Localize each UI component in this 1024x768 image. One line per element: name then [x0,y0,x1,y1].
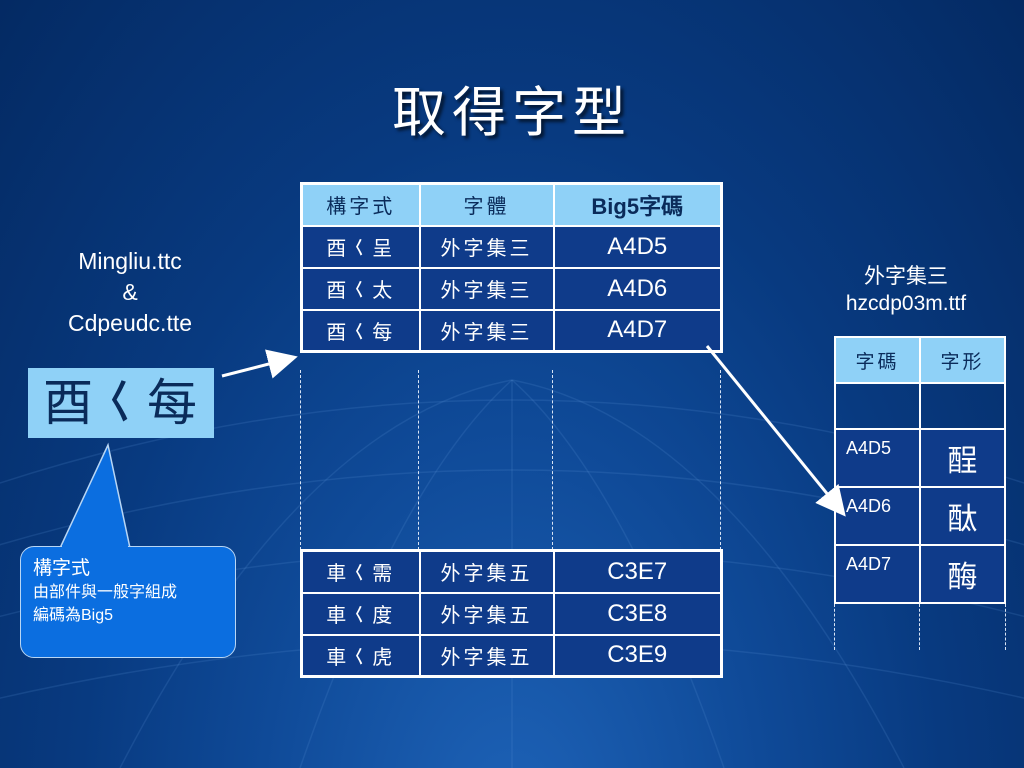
glyph-table-omitted-rows [834,604,1006,650]
table-row: 車𡿨需 外字集五 C3E7 [300,549,723,594]
source-font-files: Mingliu.ttc & Cdpeudc.tte [30,246,230,339]
table-row: 酉𡿨每 外字集三 A4D7 [300,308,723,353]
font-set-cell: 外字集三 [418,308,555,353]
slide-title: 取得字型 [392,81,632,144]
font-file-ampersand: & [122,279,138,305]
big5-code-cell: C3E9 [552,633,723,678]
font-set-cell: 外字集三 [418,224,555,269]
big5-code-cell: C3E8 [552,591,723,636]
big5-code-cell: C3E7 [552,549,723,594]
formula-cell: 車𡿨需 [300,549,421,594]
callout-bubble: 構字式 由部件與一般字組成 編碼為Big5 [20,546,236,658]
font-file-mingliu: Mingliu.ttc [78,248,182,274]
glyph-code-cell: A4D7 [834,544,921,604]
font-set-cell: 外字集五 [418,633,555,678]
header-big5-code: Big5字碼 [552,182,723,227]
formula-cell: 車𡿨度 [300,591,421,636]
callout-line: 編碼為Big5 [33,607,114,624]
font-set-cell: 外字集三 [418,266,555,311]
glyph-cell: 酞 [919,486,1006,546]
table-omitted-rows [300,370,721,550]
glyph-code-cell: A4D6 [834,486,921,546]
glyph-cell: 酲 [919,428,1006,488]
table-row: A4D7 酶 [834,544,1006,604]
formula-table: 構字式 字體 Big5字碼 酉𡿨呈 外字集三 A4D5 酉𡿨太 外字集三 A4D… [300,182,723,353]
glyph-code-cell: A4D5 [834,428,921,488]
font-set-label: 外字集三 hzcdp03m.ttf [806,262,1006,318]
font-set-cell: 外字集五 [418,549,555,594]
formula-cell: 車𡿨虎 [300,633,421,678]
table-row: 酉𡿨呈 外字集三 A4D5 [300,224,723,269]
callout-title: 構字式 [33,558,91,579]
table-row: A4D6 酞 [834,486,1006,546]
table-header-row: 構字式 字體 Big5字碼 [300,182,723,227]
glyph-code-table: 字碼 字形 A4D5 酲 A4D6 酞 A4D7 酶 [834,336,1006,604]
big5-code-cell: A4D7 [552,308,723,353]
table-row: 車𡿨度 外字集五 C3E8 [300,591,723,636]
header-formula: 構字式 [300,182,421,227]
table-omitted-row [834,382,1006,430]
table-row: A4D5 酲 [834,428,1006,488]
formula-table-lower: 車𡿨需 外字集五 C3E7 車𡿨度 外字集五 C3E8 車𡿨虎 外字集五 C3E… [300,549,723,678]
font-set-cell: 外字集五 [418,591,555,636]
font-file-name: hzcdp03m.ttf [845,292,967,315]
callout-line: 由部件與一般字組成 [33,584,178,601]
glyph-cell: 酶 [919,544,1006,604]
header-glyph: 字形 [919,336,1006,384]
big5-code-cell: A4D5 [552,224,723,269]
formula-cell: 酉𡿨每 [300,308,421,353]
formula-cell: 酉𡿨太 [300,266,421,311]
formula-cell: 酉𡿨呈 [300,224,421,269]
table-row: 酉𡿨太 外字集三 A4D6 [300,266,723,311]
header-font: 字體 [418,182,555,227]
font-set-name: 外字集三 [864,264,948,288]
header-code: 字碼 [834,336,921,384]
font-file-cdpeudc: Cdpeudc.tte [67,310,193,336]
composed-glyph-box: 酉𡿨每 [28,368,214,438]
table-row: 車𡿨虎 外字集五 C3E9 [300,633,723,678]
big5-code-cell: A4D6 [552,266,723,311]
table-header-row: 字碼 字形 [834,336,1006,384]
